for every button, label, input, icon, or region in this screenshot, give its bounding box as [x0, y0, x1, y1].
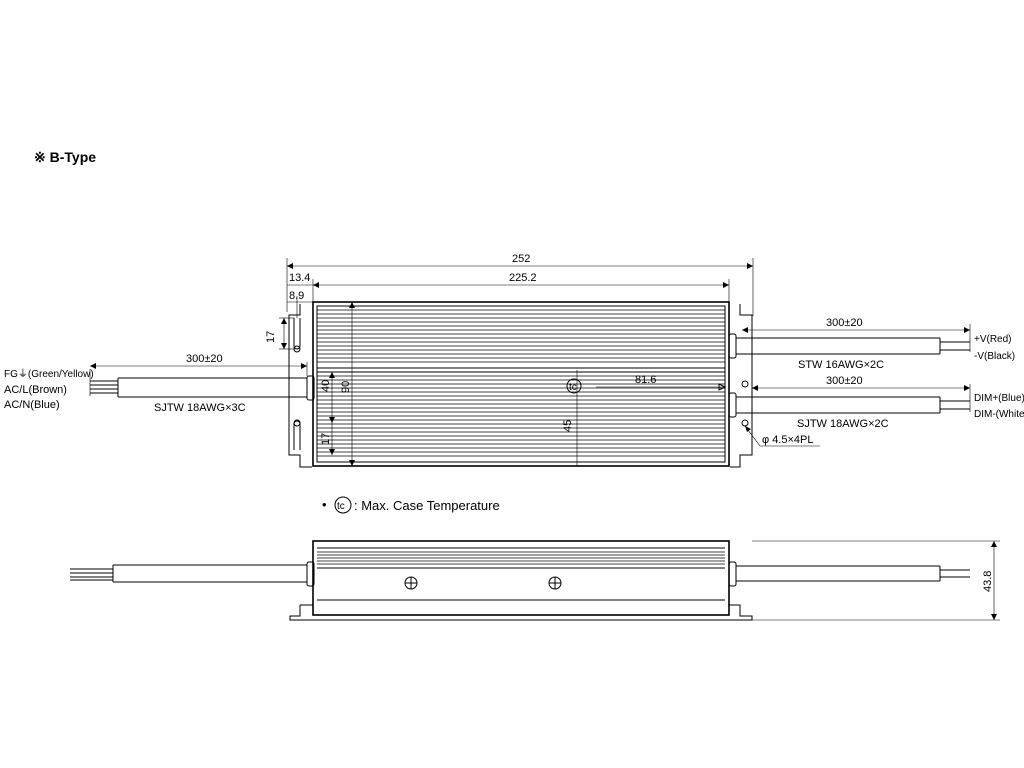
side-flange	[289, 604, 753, 621]
dim-cable-type: SJTW 18AWG×2C	[797, 418, 889, 430]
output-cable-length: 300±20	[826, 317, 863, 329]
dim-tc-offset-x: 81.6	[635, 374, 656, 386]
dim-side-height: 43.8	[982, 571, 994, 592]
input-cable-gland	[306, 375, 315, 401]
dim-body-length: 225.2	[509, 272, 537, 284]
dim-neg-label: DIM-(White)	[974, 409, 1024, 420]
output-cable-gland	[728, 333, 737, 359]
mount-hole-spec: φ 4.5×4PL	[762, 434, 813, 446]
tc-note-symbol	[334, 496, 352, 514]
dim-total-width: 90	[340, 381, 352, 393]
vertical-dimension-lines	[279, 302, 355, 466]
side-output-cable	[736, 565, 970, 582]
tc-symbol: tc	[569, 382, 577, 393]
input-cable-length: 300±20	[186, 353, 223, 365]
top-view: tc 81.6 45 300±20 SJTW 18AWG×3C FG⏚(Gree…	[4, 253, 1024, 468]
note-bullet: •	[322, 497, 327, 512]
mounting-flange	[288, 304, 753, 468]
acn-wire-label: AC/N(Blue)	[4, 399, 60, 411]
note-text: : Max. Case Temperature	[354, 498, 500, 513]
dim-pos-label: DIM+(Blue)	[974, 393, 1024, 404]
acl-wire-label: AC/L(Brown)	[4, 384, 67, 396]
drawing-title: ※ B-Type	[34, 149, 96, 165]
dim-flange-top: 17	[265, 331, 277, 343]
dim-cable	[736, 384, 971, 414]
output-neg-label: -V(Black)	[974, 351, 1015, 362]
side-screw	[404, 576, 562, 590]
side-view: 43.8	[70, 540, 1000, 621]
side-heatsink-fins	[317, 551, 725, 565]
dim-hole-offset: 8.9	[289, 290, 304, 302]
dim-overall-length: 252	[512, 253, 530, 265]
heatsink-fins	[317, 309, 725, 457]
dim-cable-length: 300±20	[826, 375, 863, 387]
top-dimension-lines	[286, 258, 754, 318]
input-cable-type: SJTW 18AWG×3C	[154, 402, 246, 414]
dim-cable-gland	[728, 392, 737, 418]
dim-tc-offset-y: 45	[562, 420, 574, 432]
side-input-cable	[70, 564, 307, 583]
output-pos-label: +V(Red)	[974, 334, 1012, 345]
tc-note-symbol-text: tc	[337, 501, 345, 512]
dim-edge-offset: 13.4	[289, 272, 310, 284]
tc-point-marker	[566, 378, 582, 394]
fg-wire-label: FG⏚(Green/Yellow)	[4, 368, 94, 380]
output-cable	[736, 324, 971, 355]
dim-inner-height: 40	[320, 380, 332, 392]
tc-note: • tc : Max. Case Temperature	[322, 496, 500, 514]
output-cable-type: STW 16AWG×2C	[798, 359, 884, 371]
input-cable	[89, 362, 308, 398]
enclosure-body	[312, 301, 730, 467]
dim-flange-bottom: 17	[320, 433, 332, 445]
